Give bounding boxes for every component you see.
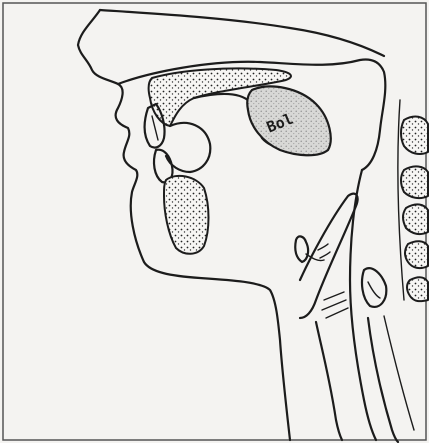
esophagus-line [384, 316, 414, 430]
trachea-anterior [316, 322, 342, 440]
arytenoid [362, 268, 386, 307]
constrictor-mark [318, 244, 330, 258]
upper-incisor-inner [152, 116, 158, 140]
hyoid-bone [295, 236, 308, 262]
arytenoid-inner [368, 282, 380, 298]
skull-base-outline [100, 10, 384, 56]
tongue-tip [166, 123, 210, 172]
vertebra-c3 [403, 204, 428, 234]
vertebra-c2 [401, 166, 428, 198]
vertebra-c4 [405, 241, 428, 268]
vertebra-c5 [407, 277, 428, 301]
mandible [164, 176, 209, 254]
trachea-posterior [368, 318, 398, 442]
vocal-fold-marks [322, 292, 348, 318]
vertebra-c1 [401, 117, 428, 154]
